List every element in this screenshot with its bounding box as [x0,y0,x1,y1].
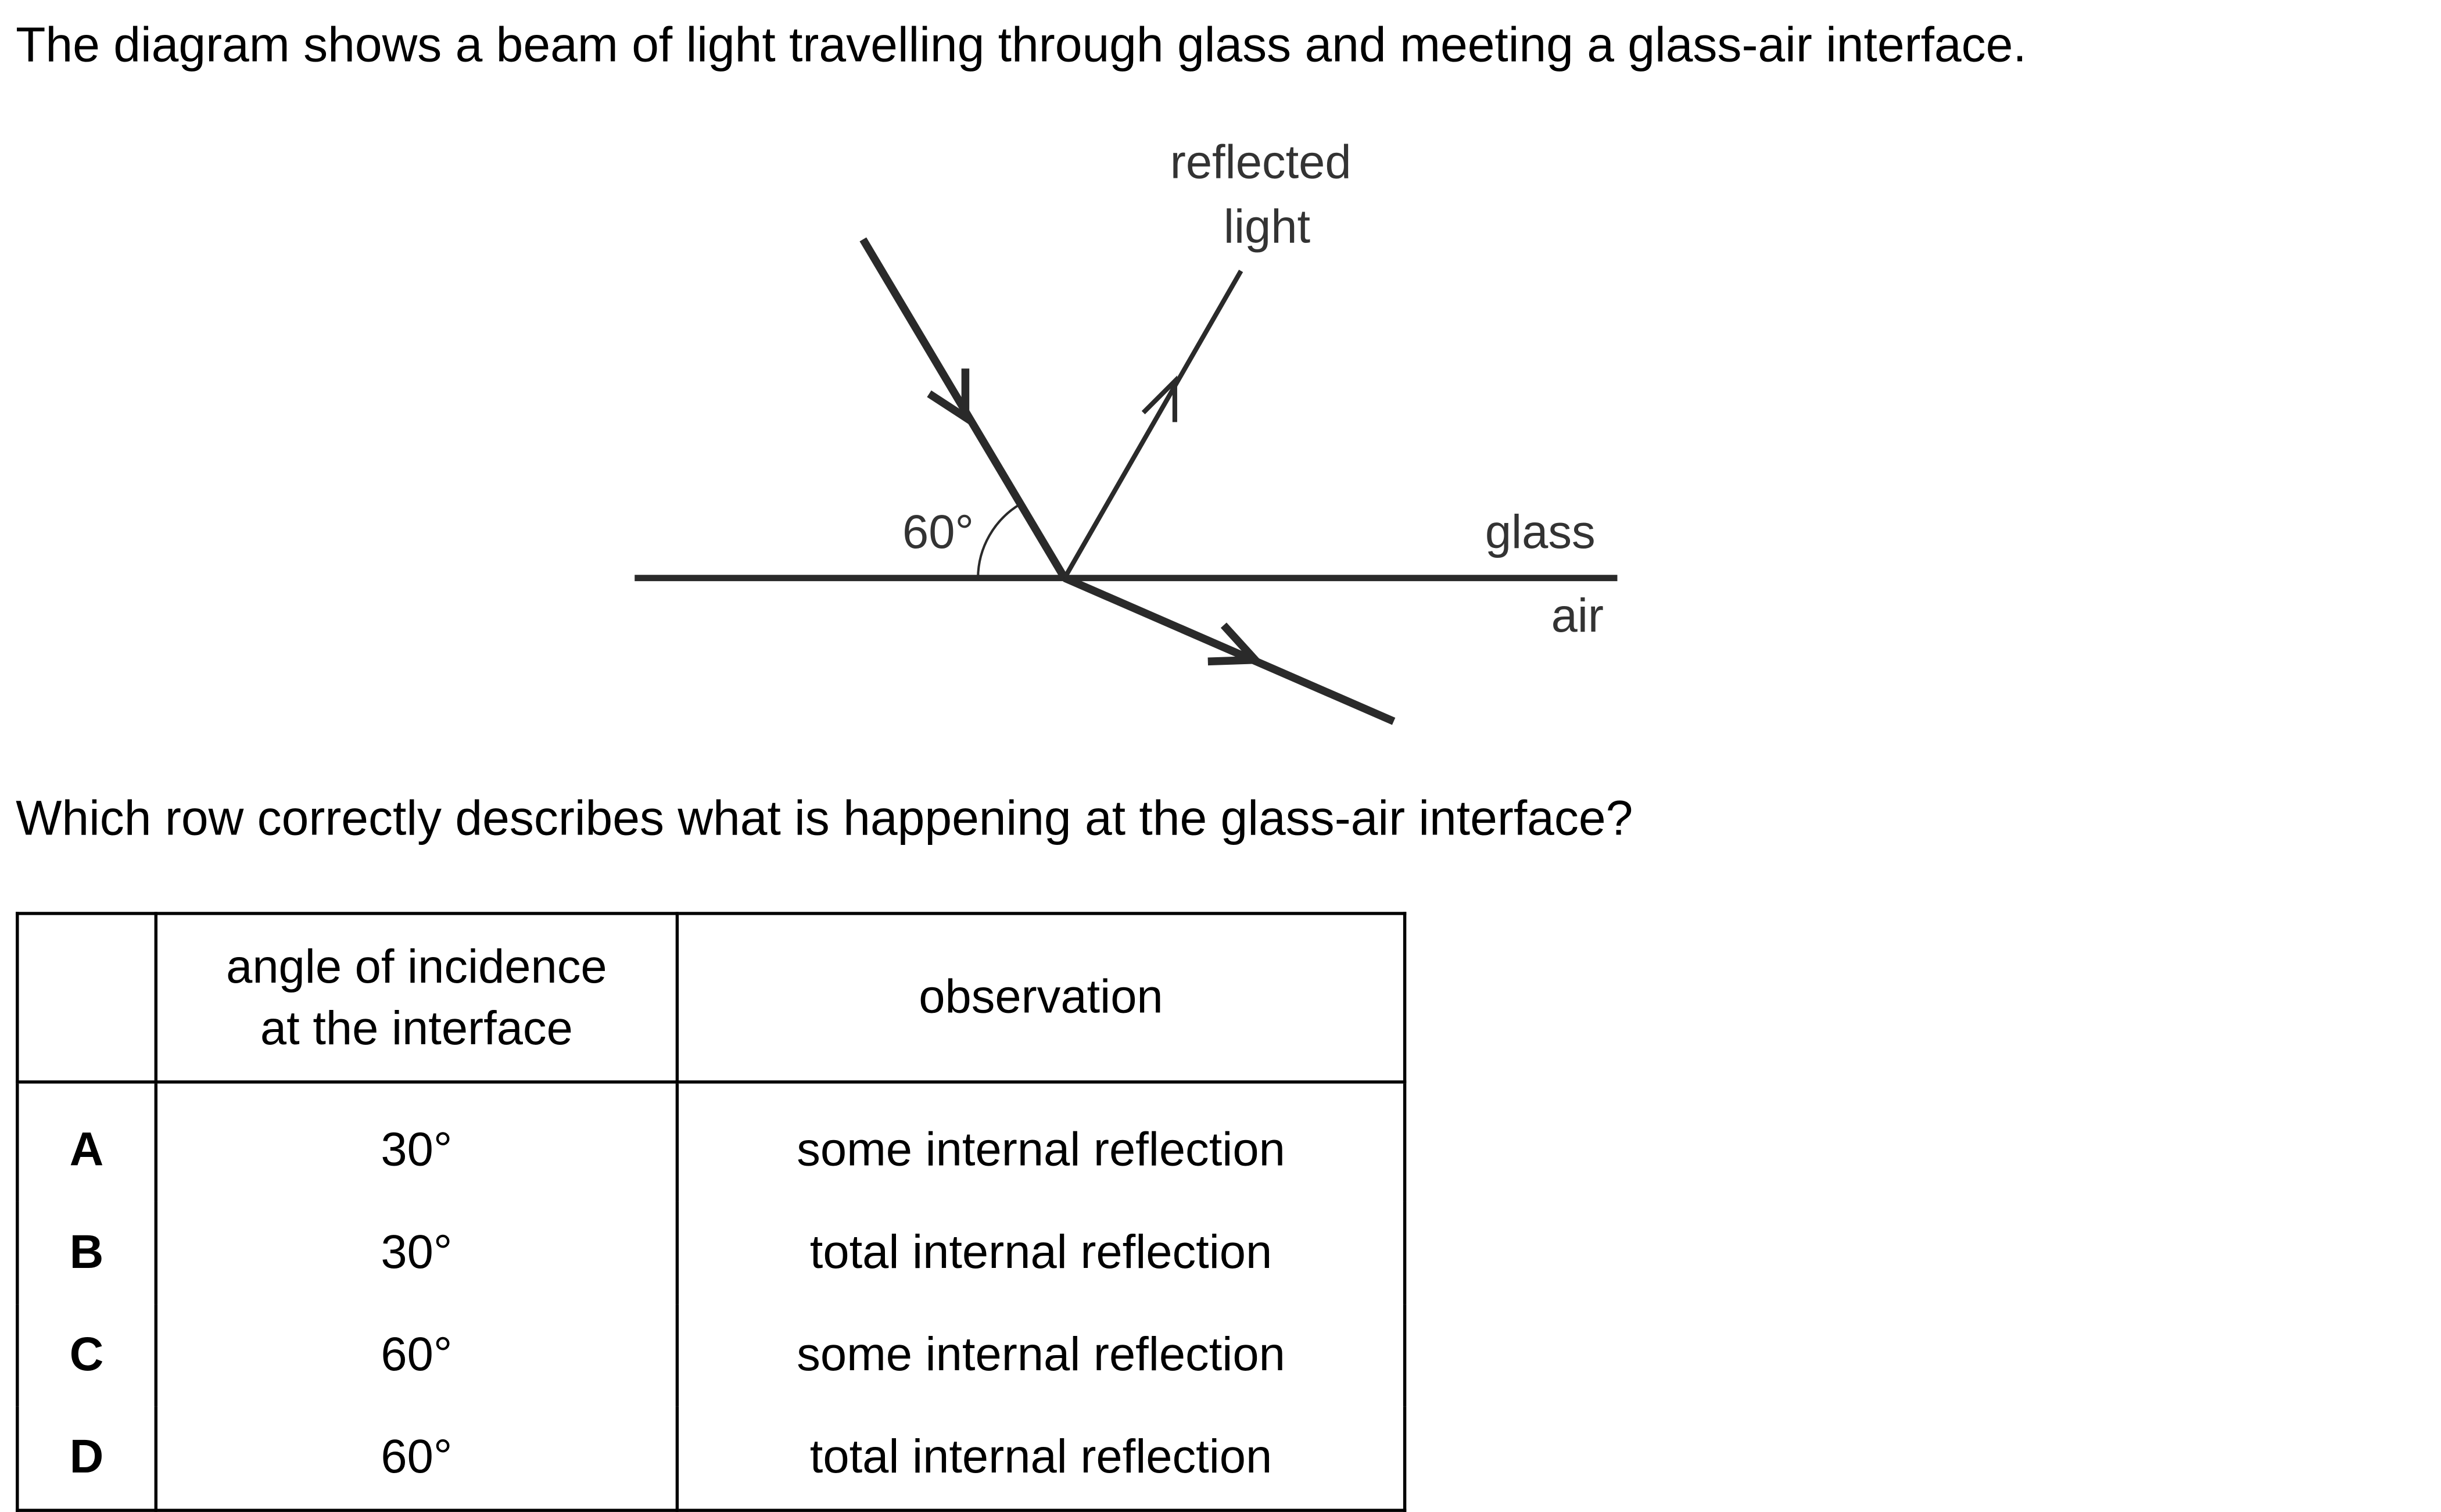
option-letter: D [16,1406,158,1512]
header-option [16,912,158,1084]
question-text: Which row correctly describes what is ha… [16,790,1633,846]
header-angle: angle of incidence at the interface [154,912,679,1084]
table-row[interactable]: A 30° some internal reflection [16,1081,1407,1202]
table-row[interactable]: B 30° total internal reflection [16,1201,1407,1305]
observation-cell: total internal reflection [675,1201,1407,1305]
reflected-arrow-icon [1141,375,1177,422]
option-letter: B [16,1201,158,1305]
angle-cell: 60° [154,1406,679,1512]
angle-cell: 30° [154,1081,679,1202]
table-header-row: angle of incidence at the interface obser… [16,912,1407,1084]
answer-table: angle of incidence at the interface obser… [16,912,1407,1512]
header-observation: observation [675,912,1407,1084]
reflected-ray [1062,270,1243,579]
reflected-label: reflected [1170,137,1352,189]
refracted-arrow-icon [1207,622,1264,666]
option-letter: C [16,1304,158,1407]
option-letter: A [16,1081,158,1202]
table-row[interactable]: D 60° total internal reflection [16,1406,1407,1512]
observation-cell: total internal reflection [675,1406,1407,1512]
glass-label: glass [1485,507,1596,560]
angle-arc [977,503,1021,578]
refracted-ray [1063,574,1396,725]
table-row[interactable]: C 60° some internal reflection [16,1304,1407,1407]
light-label: light [1223,201,1311,254]
incident-arrow-icon [927,368,970,425]
angle-cell: 60° [154,1304,679,1407]
observation-cell: some internal reflection [675,1081,1407,1202]
observation-cell: some internal reflection [675,1304,1407,1407]
header-angle-line2: at the interface [260,1002,573,1055]
angle-label: 60° [902,507,974,560]
air-label: air [1551,590,1604,643]
intro-text: The diagram shows a beam of light travel… [16,17,2027,73]
angle-cell: 30° [154,1201,679,1305]
header-angle-line1: angle of incidence [226,941,607,993]
light-ray-diagram [635,237,1618,725]
